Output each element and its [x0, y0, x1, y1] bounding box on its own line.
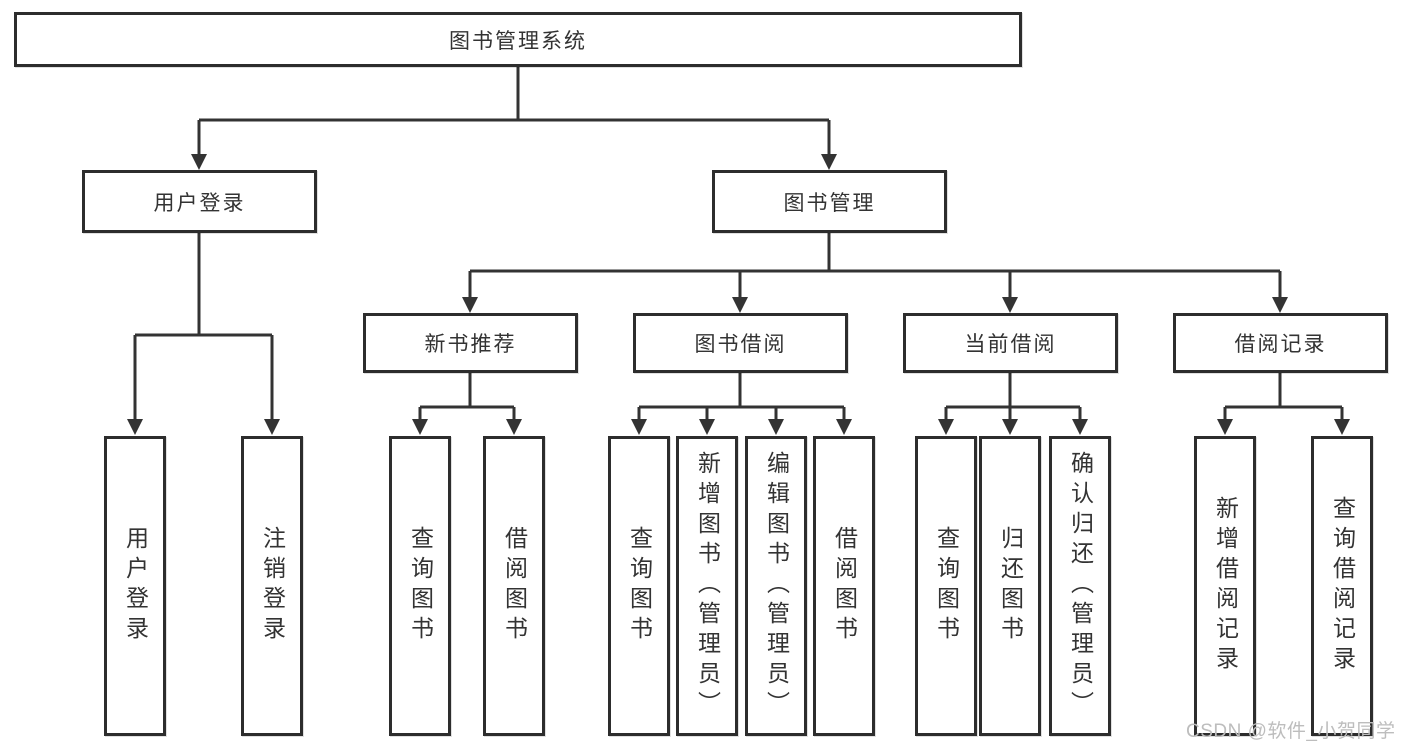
node-leaf-return-book: 归还图书	[979, 436, 1041, 736]
node-leaf-borrow-books-recommend: 借阅图书	[483, 436, 545, 736]
node-book-management: 图书管理	[712, 170, 947, 233]
node-borrow-records: 借阅记录	[1173, 313, 1388, 373]
node-new-book-recommend: 新书推荐	[363, 313, 578, 373]
watermark-text: CSDN @软件_小贺同学	[1186, 721, 1396, 742]
node-leaf-logout: 注销登录	[241, 436, 303, 736]
node-leaf-borrow-books: 借阅图书	[813, 436, 875, 736]
node-leaf-query-books-current: 查询图书	[915, 436, 977, 736]
node-leaf-confirm-return-admin: 确认归还（管理员）	[1049, 436, 1111, 736]
node-leaf-user-login: 用户登录	[104, 436, 166, 736]
arrowheads	[127, 154, 1350, 435]
node-leaf-query-books-recommend: 查询图书	[389, 436, 451, 736]
node-leaf-query-borrow-record: 查询借阅记录	[1311, 436, 1373, 736]
node-leaf-add-book-admin: 新增图书（管理员）	[676, 436, 738, 736]
node-user-login: 用户登录	[82, 170, 317, 233]
node-library-system: 图书管理系统	[14, 12, 1022, 67]
node-leaf-edit-book-admin: 编辑图书（管理员）	[745, 436, 807, 736]
node-book-borrow: 图书借阅	[633, 313, 848, 373]
node-leaf-query-books-borrow: 查询图书	[608, 436, 670, 736]
node-current-borrow: 当前借阅	[903, 313, 1118, 373]
node-leaf-add-borrow-record: 新增借阅记录	[1194, 436, 1256, 736]
